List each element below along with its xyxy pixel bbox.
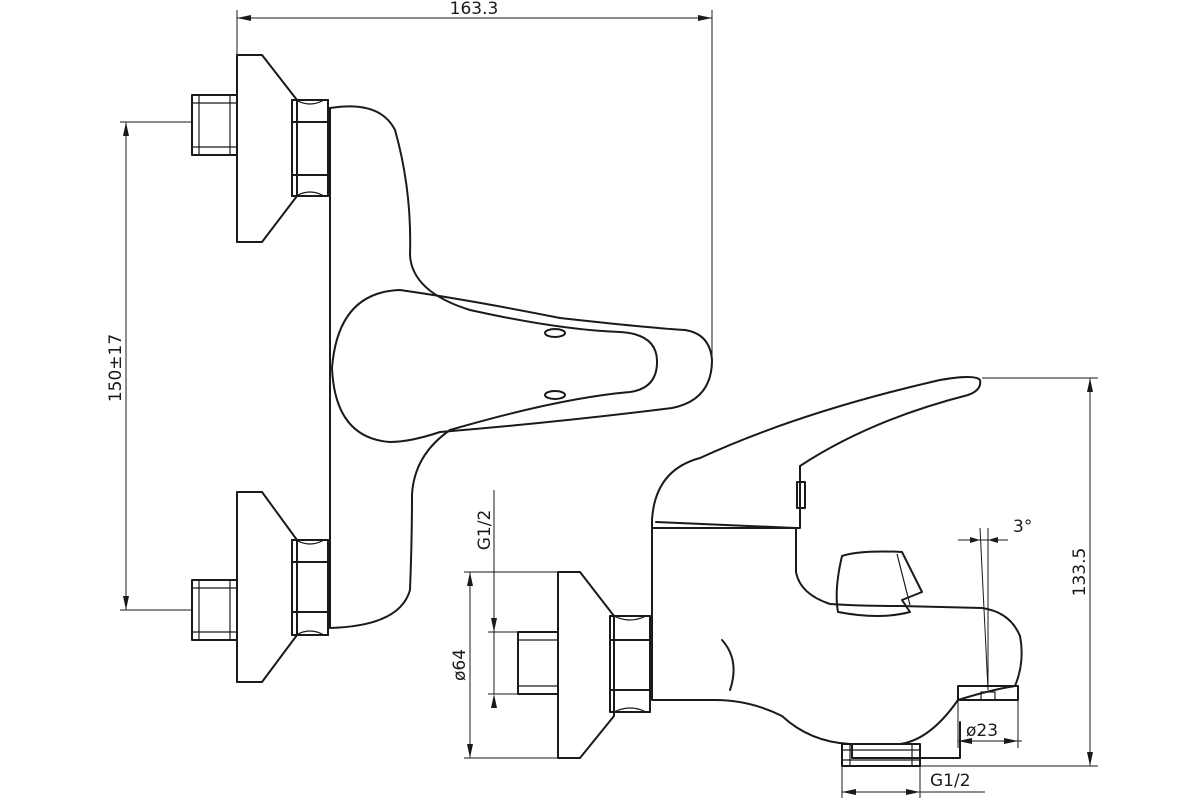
bottom-inlet (191, 491, 329, 683)
dim-angle: 3° (958, 517, 1032, 691)
side-outlet (841, 743, 921, 767)
dim-inlet-spacing: 150±17 (106, 121, 192, 611)
dim-label-spacing: 150±17 (106, 334, 126, 402)
dim-overall-width: 163.3 (236, 0, 713, 360)
dim-label-outlet-thread: G1/2 (930, 771, 971, 791)
dim-outlet-thread: G1/2 (841, 766, 985, 798)
side-view: G1/2 ø64 3° ø23 (450, 376, 1098, 798)
top-inlet (191, 54, 329, 243)
dim-label-width: 163.3 (450, 0, 499, 19)
dim-label-height: 133.5 (1070, 548, 1090, 597)
lever-handle (331, 289, 713, 443)
side-lever (651, 376, 982, 529)
dim-flange-diameter: ø64 (450, 571, 558, 759)
dim-outlet-diameter: ø23 (957, 700, 1022, 748)
dim-label-outlet-diameter: ø23 (966, 721, 998, 741)
front-view: 163.3 150±17 (106, 0, 713, 683)
dim-height: 133.5 (920, 377, 1098, 767)
dim-label-flange-diameter: ø64 (450, 649, 470, 681)
side-wall-flange (517, 571, 651, 759)
mixer-body (329, 105, 471, 629)
dim-inlet-thread: G1/2 (475, 490, 518, 708)
diverter-knob (835, 550, 923, 617)
dim-label-inlet-thread: G1/2 (475, 510, 495, 551)
dim-label-angle: 3° (1013, 517, 1032, 537)
